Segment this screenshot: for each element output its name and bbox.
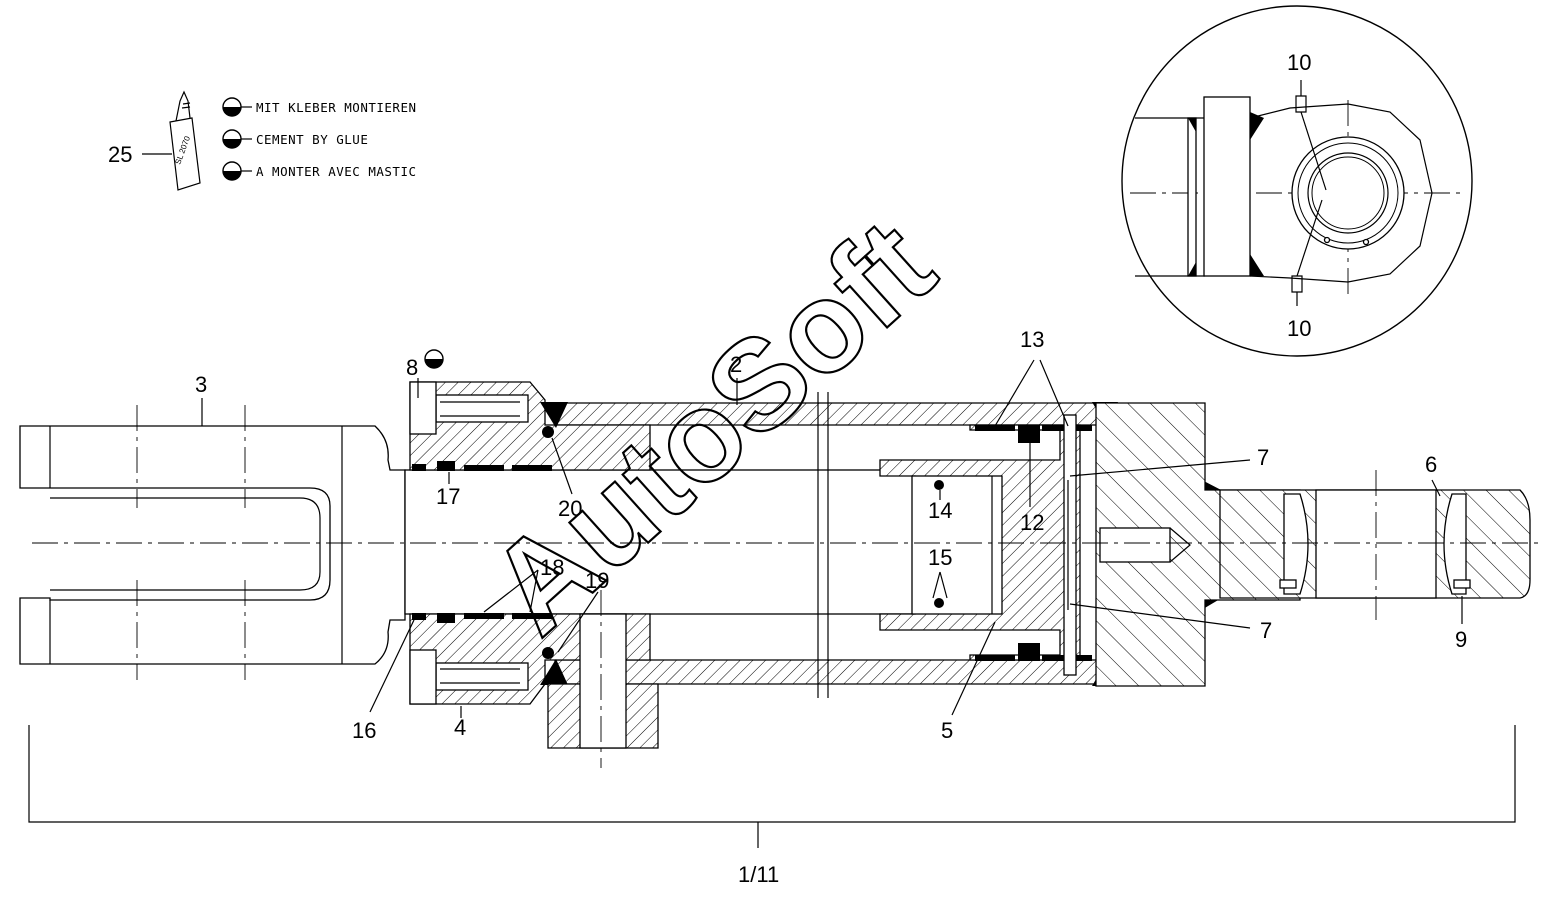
callout-6: 6 xyxy=(1425,452,1437,477)
legend-line-de: MIT KLEBER MONTIEREN xyxy=(256,100,417,115)
callout-25: 25 xyxy=(108,142,132,167)
cylinder-tube-bottom xyxy=(554,659,1106,685)
callout-18: 18 xyxy=(540,555,564,580)
legend-line-fr: A MONTER AVEC MASTIC xyxy=(256,164,417,179)
callout-5: 5 xyxy=(941,718,953,743)
bolt-top xyxy=(435,394,529,423)
clevis-part-3 xyxy=(19,405,406,680)
assembly-bracket: 1/11 xyxy=(28,725,1516,887)
callout-15: 15 xyxy=(928,545,952,570)
bottom-cap xyxy=(1095,402,1301,687)
glue-tube-icon: SL 2070 xyxy=(169,90,201,191)
glue-symbol-icon xyxy=(424,349,444,369)
callout-13: 13 xyxy=(1020,327,1044,352)
glue-tube-label: SL 2070 xyxy=(173,134,192,165)
callout-12: 12 xyxy=(1020,510,1044,535)
callout-9: 9 xyxy=(1455,627,1467,652)
glue-symbol-icon xyxy=(222,97,252,181)
callout-2: 2 xyxy=(730,352,742,377)
callout-8: 8 xyxy=(406,355,418,380)
callout-20: 20 xyxy=(558,496,582,521)
detail-view: 10 10 xyxy=(1121,5,1473,357)
callout-19: 19 xyxy=(585,568,609,593)
callout-7-top: 7 xyxy=(1257,445,1269,470)
cylinder-section: 2 3 4 5 6 7 7 8 9 12 13 14 15 16 17 xyxy=(19,327,1540,768)
callout-10-bottom: 10 xyxy=(1287,316,1311,341)
callout-16: 16 xyxy=(352,718,376,743)
callout-3: 3 xyxy=(195,372,207,397)
bolt-bottom xyxy=(435,662,529,691)
callout-14: 14 xyxy=(928,498,952,523)
callout-7-bottom: 7 xyxy=(1260,618,1272,643)
piston-rod xyxy=(404,469,986,615)
legend-line-en: CEMENT BY GLUE xyxy=(256,132,368,147)
callout-4: 4 xyxy=(454,715,466,740)
callout-10-top: 10 xyxy=(1287,50,1311,75)
callout-17: 17 xyxy=(436,484,460,509)
callout-1-11: 1/11 xyxy=(738,862,779,887)
glue-legend: SL 2070 25 MIT KLEBER MONTIEREN CEMENT B… xyxy=(108,90,417,191)
